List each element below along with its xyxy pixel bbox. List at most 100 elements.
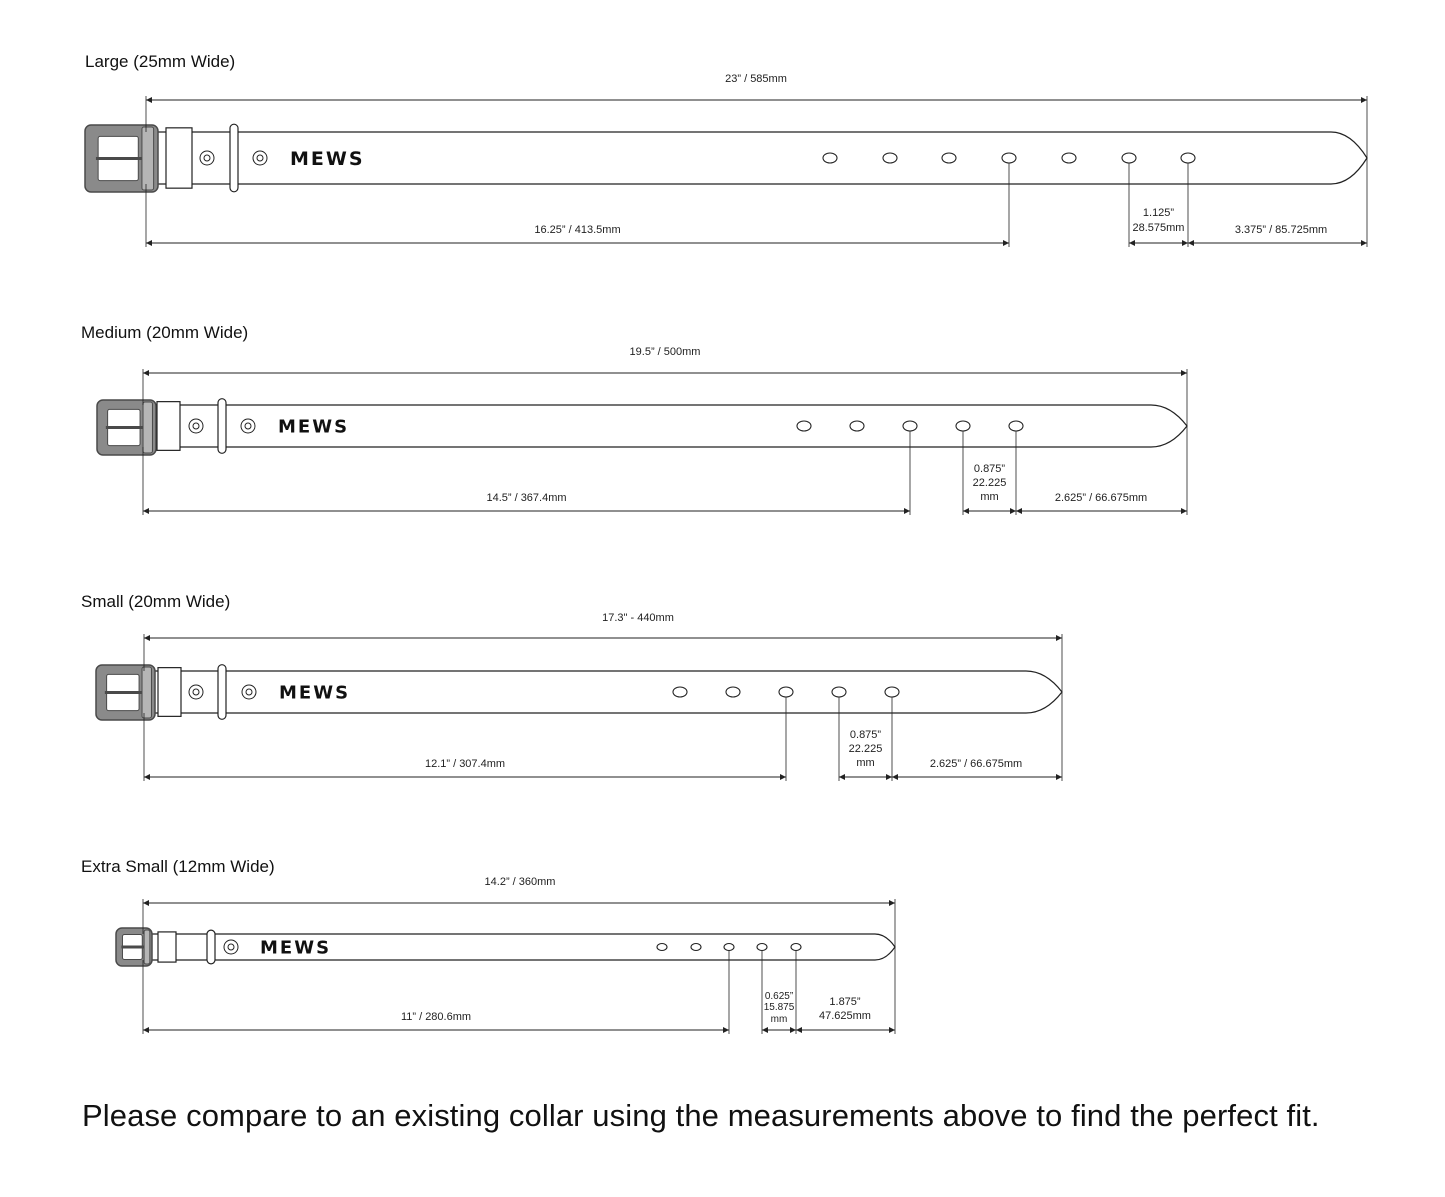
extra-small-strap-loop <box>157 931 177 963</box>
medium-buckle-bar <box>142 401 153 454</box>
small-rivet-icon-2 <box>241 684 257 700</box>
medium-tip-dimension-line-arrowhead-left <box>1016 508 1022 514</box>
extra-small-hole-5 <box>790 942 802 952</box>
medium-hole-4 <box>955 420 971 432</box>
footer-note: Please compare to an existing collar usi… <box>82 1098 1320 1133</box>
large-buckle-bar <box>141 126 155 191</box>
medium-hole-5 <box>1008 420 1024 432</box>
medium-rivet-icon-1-inner <box>192 422 200 430</box>
medium-to-hole-label: 14.5” / 367.4mm <box>486 492 566 504</box>
small-hole-3 <box>778 686 794 698</box>
extra-small-tip-dimension-line-arrowhead-right <box>889 1027 895 1033</box>
large-hole-7 <box>1180 152 1196 164</box>
medium-rivet-icon-1 <box>188 418 204 434</box>
extra-small-rivet-icon-1-inner <box>227 943 235 951</box>
extra-small-hole-spacing-label-2: 15.875 <box>764 1002 795 1013</box>
small-hole-spacing-dimension-line-arrowhead-left <box>839 774 845 780</box>
small-buckle-bar <box>141 666 152 719</box>
large-rivet-icon-2 <box>252 150 268 166</box>
large-hole-4 <box>1001 152 1017 164</box>
large-rivet-icon-1-inner <box>203 154 211 162</box>
small-hole-spacing-label-2: 22.225 <box>849 743 883 755</box>
extra-small-strap-outline <box>143 933 896 961</box>
extra-small-tip-dimension-line-arrowhead-left <box>796 1027 802 1033</box>
small-total-dimension-line-arrowhead-left <box>144 635 150 641</box>
large-to-hole-dimension-line-arrowhead-left <box>146 240 152 246</box>
extra-small-buckle-bar <box>143 929 151 965</box>
extra-small-tip-label-1: 1.875” <box>829 996 861 1008</box>
small-hole-1 <box>672 686 688 698</box>
extra-small-tip-label-2: 47.625mm <box>819 1010 871 1022</box>
small-tip-dimension-line-arrowhead-right <box>1056 774 1062 780</box>
small-rivet-icon-1-inner <box>192 688 200 696</box>
extra-small-brand-logo: MEWS <box>260 937 331 958</box>
large-to-hole-dimension-line-arrowhead-right <box>1003 240 1009 246</box>
large-hole-spacing-dimension-line-arrowhead-right <box>1182 240 1188 246</box>
extra-small-to-hole-dimension-line-arrowhead-right <box>723 1027 729 1033</box>
small-rivet-icon-2-inner <box>245 688 253 696</box>
large-hole-3 <box>941 152 957 164</box>
small-to-hole-label: 12.1” / 307.4mm <box>425 758 505 770</box>
large-hole-6 <box>1121 152 1137 164</box>
small-total-dimension-line-arrowhead-right <box>1056 635 1062 641</box>
medium-hole-spacing-label-3: mm <box>980 491 998 503</box>
small-total-length-label: 17.3" - 440mm <box>602 612 674 624</box>
small-hole-2 <box>725 686 741 698</box>
medium-strap-loop <box>156 401 181 451</box>
extra-small-hole-2 <box>690 942 702 952</box>
large-total-length-label: 23” / 585mm <box>725 73 787 85</box>
large-rivet-icon-2-inner <box>256 154 264 162</box>
small-brand-logo: MEWS <box>279 682 350 703</box>
medium-hole-spacing-label-2: 22.225 <box>973 477 1007 489</box>
extra-small-hole-spacing-dimension-line-arrowhead-right <box>790 1027 796 1033</box>
large-keeper-loop-icon <box>229 123 239 193</box>
medium-hole-spacing-dimension-line-arrowhead-left <box>963 508 969 514</box>
extra-small-total-dimension-line-arrowhead-left <box>143 900 149 906</box>
small-to-hole-dimension-line-arrowhead-right <box>780 774 786 780</box>
large-hole-2 <box>882 152 898 164</box>
medium-to-hole-dimension-line-arrowhead-right <box>904 508 910 514</box>
small-hole-spacing-dimension-line-arrowhead-right <box>886 774 892 780</box>
small-hole-4 <box>831 686 847 698</box>
large-total-dimension-line-arrowhead-left <box>146 97 152 103</box>
large-total-dimension-line-arrowhead-right <box>1361 97 1367 103</box>
large-brand-logo: MEWS <box>290 148 365 170</box>
medium-rivet-icon-2 <box>240 418 256 434</box>
small-tip-label: 2.625” / 66.675mm <box>930 758 1022 770</box>
medium-total-dimension-line-arrowhead-right <box>1181 370 1187 376</box>
medium-brand-logo: MEWS <box>278 416 349 437</box>
large-tip-label: 3.375” / 85.725mm <box>1235 224 1327 236</box>
extra-small-to-hole-label: 11” / 280.6mm <box>401 1011 471 1023</box>
extra-small-rivet-icon-1 <box>223 939 239 955</box>
extra-small-hole-3 <box>723 942 735 952</box>
extra-small-hole-spacing-label-3: mm <box>771 1014 788 1025</box>
large-rivet-icon-1 <box>199 150 215 166</box>
large-strap-loop <box>165 127 193 189</box>
small-hole-5 <box>884 686 900 698</box>
large-hole-spacing-label-1: 1.125” <box>1143 207 1175 219</box>
medium-total-dimension-line-arrowhead-left <box>143 370 149 376</box>
medium-hole-1 <box>796 420 812 432</box>
medium-hole-spacing-label-1: 0.875” <box>974 463 1006 475</box>
small-tip-dimension-line-arrowhead-left <box>892 774 898 780</box>
medium-hole-2 <box>849 420 865 432</box>
extra-small-hole-spacing-dimension-line-arrowhead-left <box>762 1027 768 1033</box>
large-hole-spacing-label-2: 28.575mm <box>1133 222 1185 234</box>
small-hole-spacing-label-1: 0.875” <box>850 729 882 741</box>
extra-small-to-hole-dimension-line-arrowhead-left <box>143 1027 149 1033</box>
medium-hole-spacing-dimension-line-arrowhead-right <box>1010 508 1016 514</box>
small-to-hole-dimension-line-arrowhead-left <box>144 774 150 780</box>
extra-small-hole-4 <box>756 942 768 952</box>
small-rivet-icon-1 <box>188 684 204 700</box>
large-tip-dimension-line-arrowhead-right <box>1361 240 1367 246</box>
size-title-large: Large (25mm Wide) <box>85 52 236 71</box>
extra-small-keeper-loop-icon <box>206 929 216 965</box>
medium-keeper-loop-icon <box>217 398 227 454</box>
extra-small-total-dimension-line-arrowhead-right <box>889 900 895 906</box>
size-title-medium: Medium (20mm Wide) <box>81 323 249 342</box>
small-hole-spacing-label-3: mm <box>856 757 874 769</box>
medium-hole-3 <box>902 420 918 432</box>
large-hole-5 <box>1061 152 1077 164</box>
medium-total-length-label: 19.5” / 500mm <box>630 346 701 358</box>
